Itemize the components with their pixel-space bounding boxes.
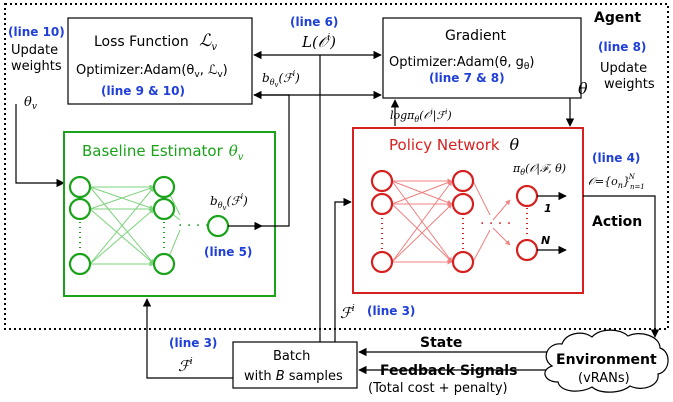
line-7-8-label: (line 7 & 8) [429, 71, 505, 85]
baseline-network: · · · · [68, 175, 263, 276]
loss-optimizer: Optimizer:Adam(θv, ℒv) [76, 63, 228, 80]
gradient-title: Gradient [445, 28, 506, 44]
gradient-box [382, 17, 582, 99]
batch-to-baseline-arrow [142, 298, 233, 379]
F-i-label: ℱi [340, 304, 355, 322]
O-set-label: 𝒪={on}n=1N [588, 173, 645, 191]
line-5-label: (line 5) [204, 245, 252, 259]
line-4-label: (line 4) [592, 151, 640, 165]
baseline-output-label: bθv(ℱi) [210, 192, 248, 212]
environment-cloud [544, 329, 669, 393]
update-weights-left-2: weights [11, 59, 62, 74]
line-3-left-label: (line 3) [169, 336, 217, 350]
state-to-policy-arrow [334, 197, 352, 342]
action-label: Action [592, 214, 642, 230]
vrans-label: (vRANs) [578, 371, 630, 386]
line-10-label: (line 10) [8, 25, 65, 39]
policy-network: · · · · [370, 169, 567, 274]
L-of-O-label: L(𝒪i) [301, 33, 336, 51]
output-N-label: N [541, 234, 550, 247]
logpi-label: logπθ(𝒪i|ℱi) [390, 108, 452, 124]
agent-frame [4, 3, 669, 330]
feedback-label: Feedback Signals [380, 363, 517, 379]
b-theta-label: bθv(ℱi) [262, 69, 300, 89]
batch-line-2: with B samples [244, 369, 343, 384]
svg-text:· · · ·: · · · · [480, 216, 511, 232]
loss-title: Loss Function ℒv [94, 31, 217, 53]
theta-v-arrow [15, 104, 65, 188]
baseline-to-loss-line [254, 94, 290, 227]
loss-function-box [67, 17, 253, 105]
line-9-10-label: (line 9 & 10) [101, 84, 185, 98]
F-i-left-label: ℱi [178, 357, 193, 375]
pi-label: πθ(𝒪|ℱ, θ) [512, 162, 566, 177]
update-weights-right-2: weights [604, 77, 655, 92]
batch-line-1: Batch [273, 349, 310, 364]
line-8-label: (line 8) [598, 40, 646, 54]
environment-label: Environment [556, 352, 657, 368]
feedback-sub-label: (Total cost + penalty) [368, 381, 508, 396]
theta-right-label: θ [578, 79, 588, 98]
output-1-label: 1 [544, 202, 552, 215]
agent-label: Agent [594, 10, 641, 26]
update-weights-right-1: Update [600, 61, 647, 76]
svg-text:· · · ·: · · · · [178, 218, 209, 234]
batch-box [232, 341, 358, 389]
update-weights-left-1: Update [11, 43, 58, 58]
gradient-optimizer: Optimizer:Adam(θ, gθ) [389, 55, 534, 72]
theta-v-label: θv [24, 95, 37, 112]
state-label: State [420, 335, 462, 351]
action-arrow [583, 195, 660, 338]
line-6-label: (line 6) [290, 15, 338, 29]
line-3-mid-label: (line 3) [367, 304, 415, 318]
